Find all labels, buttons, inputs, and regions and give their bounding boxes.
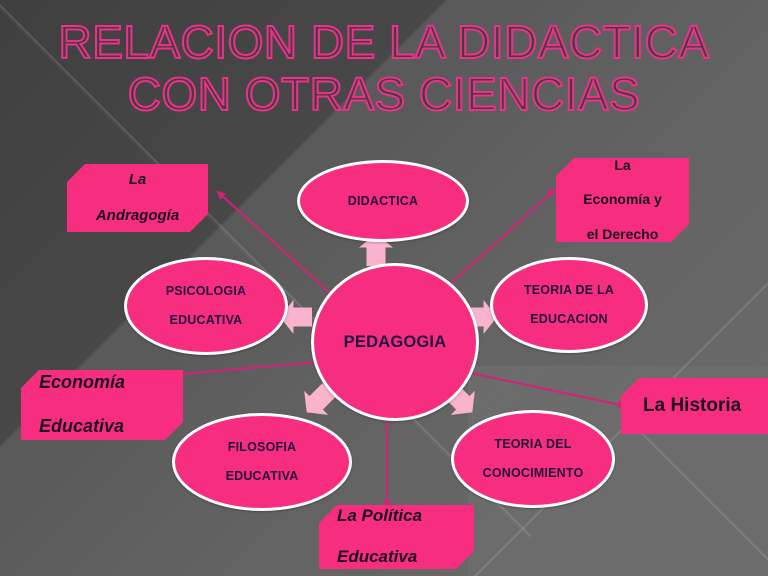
node-la-historia-label: La Historia <box>643 395 742 417</box>
node-teoria-de-la-educacion-line-2: EDUCACION <box>530 312 608 327</box>
node-filosofia-educativa-line-2: EDUCATIVA <box>225 469 299 484</box>
node-la-economia-y-el-derecho[interactable]: La Economía y el Derecho <box>556 158 689 242</box>
node-la-politica-educativa-line-1: La Política <box>337 505 423 525</box>
node-teoria-del-conocimiento-label: TEORIA DEL CONOCIMIENTO <box>483 437 584 480</box>
node-didactica[interactable]: DIDACTICA <box>297 160 469 242</box>
node-pedagogia[interactable]: PEDAGOGIA <box>311 263 479 421</box>
node-teoria-de-la-educacion-line-1: TEORIA DE LA <box>523 283 615 298</box>
node-didactica-label: DIDACTICA <box>347 193 419 208</box>
node-economia-educativa-label: Economía Educativa <box>39 372 183 438</box>
node-teoria-del-conocimiento-line-2: CONOCIMIENTO <box>482 466 584 481</box>
node-filosofia-educativa-line-1: FILOSOFIA <box>227 440 297 455</box>
node-psicologia-educativa-line-2: EDUCATIVA <box>169 313 243 328</box>
node-teoria-de-la-educacion[interactable]: TEORIA DE LA EDUCACION <box>490 257 648 353</box>
slide-title-line-1: RELACION DE LA DIDACTICA <box>57 15 710 69</box>
node-economia-educativa-line-1: Economía <box>39 372 126 393</box>
node-la-economia-y-el-derecho-label: La Economía y el Derecho <box>556 157 689 242</box>
node-teoria-del-conocimiento[interactable]: TEORIA DEL CONOCIMIENTO <box>451 410 615 508</box>
node-economia-educativa[interactable]: Economía Educativa <box>21 370 183 440</box>
slide-title: RELACION DE LA DIDACTICA CON OTRAS CIENC… <box>0 15 768 121</box>
node-pedagogia-label: PEDAGOGIA <box>343 332 447 351</box>
node-la-andragogia[interactable]: La Andragogía <box>67 164 208 232</box>
node-la-andragogia-line-1: La <box>128 170 147 188</box>
node-filosofia-educativa-label: FILOSOFIA EDUCATIVA <box>226 440 299 483</box>
node-la-andragogia-line-2: Andragogía <box>95 207 180 225</box>
slide-title-line-2: CON OTRAS CIENCIAS <box>127 67 641 121</box>
decorative-diagonal-line <box>638 430 768 576</box>
node-psicologia-educativa-line-1: PSICOLOGIA <box>165 284 247 299</box>
node-la-politica-educativa-label: La Política Educativa <box>337 506 474 568</box>
node-la-historia[interactable]: La Historia <box>621 378 768 434</box>
node-la-economia-y-el-derecho-line-1: La <box>614 157 631 174</box>
node-la-politica-educativa-line-2: Educativa <box>337 547 418 567</box>
node-teoria-de-la-educacion-label: TEORIA DE LA EDUCACION <box>524 283 614 326</box>
node-la-economia-y-el-derecho-line-2: Economía y <box>583 191 662 208</box>
node-filosofia-educativa[interactable]: FILOSOFIA EDUCATIVA <box>172 413 352 511</box>
node-psicologia-educativa-label: PSICOLOGIA EDUCATIVA <box>166 284 246 327</box>
node-teoria-del-conocimiento-line-1: TEORIA DEL <box>494 437 572 452</box>
node-la-politica-educativa[interactable]: La Política Educativa <box>319 505 474 569</box>
node-psicologia-educativa[interactable]: PSICOLOGIA EDUCATIVA <box>124 257 288 355</box>
node-economia-educativa-line-2: Educativa <box>39 415 125 436</box>
node-la-economia-y-el-derecho-line-3: el Derecho <box>586 225 659 242</box>
node-la-andragogia-label: La Andragogía <box>67 171 208 226</box>
